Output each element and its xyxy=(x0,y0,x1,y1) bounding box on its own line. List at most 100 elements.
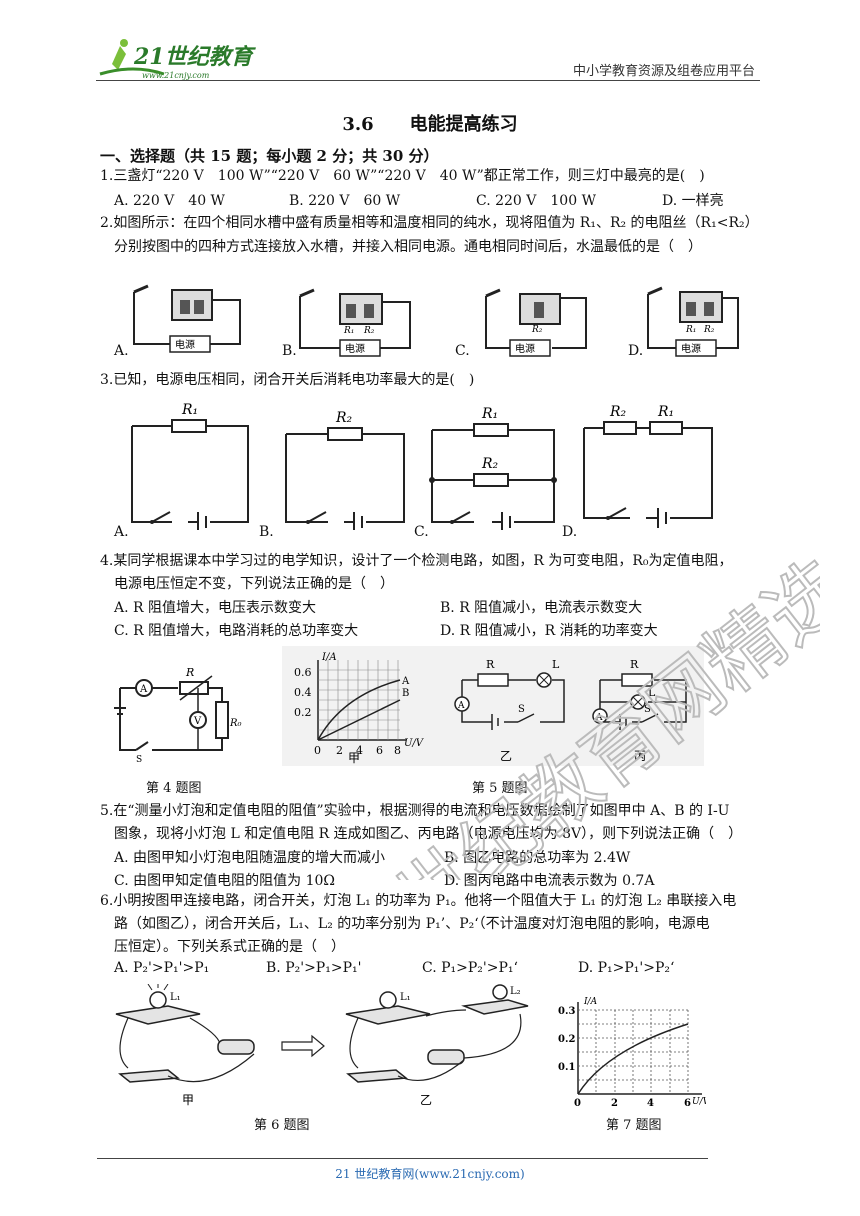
svg-text:A: A xyxy=(401,676,410,687)
r1-label: R₁ xyxy=(181,402,198,418)
q4-stem-line2: 电源电压恒定不变，下列说法正确的是（ ） xyxy=(114,576,394,592)
svg-text:0.4: 0.4 xyxy=(294,686,312,699)
page-title: 3.6 电能提高练习 xyxy=(342,114,518,135)
q6-option-c: C. P₁>P₂'>P₁‘ xyxy=(422,960,518,976)
svg-text:B: B xyxy=(402,688,409,699)
q6-figure: L₁ 甲 L₁ L₂ 乙 xyxy=(108,982,538,1108)
q2-label-d: D. xyxy=(628,343,644,359)
power-label: 电源 xyxy=(515,342,535,355)
q2-stem-line1: 2.如图所示：在四个相同水槽中盛有质量相等和温度相同的纯水，现将阻值为 R₁、R… xyxy=(100,215,759,231)
q5-stem-line1: 5.在“测量小灯泡和定值电阻的阻值”实验中，根据测得的电流和电压数据绘制了如图甲… xyxy=(100,803,730,819)
r2-label: R₂ xyxy=(703,325,715,335)
q6-option-d: D. P₁>P₁'>P₂‘ xyxy=(578,960,675,976)
logo-text: 21世纪教育 xyxy=(133,44,257,70)
q5-option-c: C. 由图甲知定值电阻的阻值为 10Ω xyxy=(114,873,335,889)
header-divider xyxy=(96,80,760,81)
r1-label: R₁ xyxy=(657,404,674,420)
r2-label: R₂ xyxy=(335,410,353,426)
r1-label: R₁ xyxy=(685,325,696,335)
svg-text:S: S xyxy=(136,755,142,765)
q2-stem-line2: 分别按图中的四种方式连接放入水槽，并接入相同电源。通电相同时间后，水温最低的是（… xyxy=(114,239,702,255)
r2-label: R₂ xyxy=(363,326,375,336)
svg-text:V: V xyxy=(193,716,202,727)
svg-text:L₂: L₂ xyxy=(510,986,521,997)
q5-option-d: D. 图丙电路中电流表示数为 0.7A xyxy=(444,873,655,889)
svg-text:2: 2 xyxy=(611,1098,618,1109)
q4-option-c: C. R 阻值增大，电路消耗的总功率变大 xyxy=(114,623,359,639)
panel-label-jia: 甲 xyxy=(348,751,360,765)
svg-text:0.6: 0.6 xyxy=(294,666,312,679)
svg-text:8: 8 xyxy=(394,744,401,757)
svg-text:A: A xyxy=(595,713,603,723)
q5-circuit-bing: R L A S 丙 xyxy=(592,658,687,763)
panel-label-bing: 丙 xyxy=(634,749,646,763)
q6-figure-jia: L₁ 甲 xyxy=(115,982,255,1107)
svg-text:R: R xyxy=(486,658,495,671)
power-label: 电源 xyxy=(175,338,195,351)
svg-text:R₀: R₀ xyxy=(229,718,242,729)
svg-text:L: L xyxy=(552,658,560,671)
r1-label: R₁ xyxy=(343,326,354,336)
q5-figure-caption: 第 5 题图 xyxy=(472,781,528,796)
q3-figure-b: R₂ xyxy=(282,404,408,532)
q2-figure-d: R₁ R₂ 电源 xyxy=(640,266,744,360)
svg-text:L: L xyxy=(648,686,656,699)
logo-url: www.21cnjy.com xyxy=(142,71,210,80)
q3-label-d: D. xyxy=(562,524,578,540)
q2-figure-c: R₂ 电源 xyxy=(468,268,604,360)
svg-text:I/A: I/A xyxy=(321,652,337,663)
q5-graph-jia: A B 0.6 0.4 0.2 0 2 4 6 8 I/A U/V 甲 xyxy=(294,652,425,765)
q1-option-d: D. 一样亮 xyxy=(662,193,724,209)
power-label: 电源 xyxy=(681,342,701,355)
svg-text:0: 0 xyxy=(314,744,321,757)
svg-text:A: A xyxy=(457,701,465,711)
q6-stem-line3: 压恒定）。下列关系式正确的是（ ） xyxy=(114,939,345,955)
q1-option-a: A. 220 V 40 W xyxy=(114,193,225,209)
q1-stem: 1.三盏灯“220 V 100 W”“220 V 60 W”“220 V 40 … xyxy=(100,168,705,184)
svg-text:R: R xyxy=(185,666,194,679)
q4-option-b: B. R 阻值减小，电流表示数变大 xyxy=(440,600,643,616)
q4-stem-line1: 4.某同学根据课本中学习过的电学知识，设计了一个检测电路，如图，R 为可变电阻，… xyxy=(100,553,733,569)
q4-figure-caption: 第 4 题图 xyxy=(146,781,202,796)
r2-label: R₂ xyxy=(481,456,499,472)
svg-text:4: 4 xyxy=(356,744,363,757)
q6-option-a: A. P₂'>P₁'>P₁ xyxy=(114,960,210,976)
svg-text:0.2: 0.2 xyxy=(294,706,312,719)
site-logo: 21世纪教育 www.21cnjy.com xyxy=(94,34,264,82)
q3-stem: 3.已知，电源电压相同，闭合开关后消耗电功率最大的是( ) xyxy=(100,372,475,388)
q4-option-a: A. R 阻值增大，电压表示数变大 xyxy=(114,600,317,616)
svg-text:S: S xyxy=(518,704,525,715)
svg-text:6: 6 xyxy=(376,744,383,757)
q3-figure-c: R₁ R₂ xyxy=(428,400,558,530)
svg-text:S: S xyxy=(644,704,651,715)
section-heading: 一、选择题（共 15 题；每小题 2 分；共 30 分） xyxy=(100,147,439,165)
q1-option-b: B. 220 V 60 W xyxy=(289,193,401,209)
svg-text:U/V: U/V xyxy=(404,738,425,749)
svg-text:L₁: L₁ xyxy=(170,992,181,1003)
svg-text:L₁: L₁ xyxy=(400,992,411,1003)
q5-option-a: A. 由图甲知小灯泡电阻随温度的增大而减小 xyxy=(114,850,386,866)
q6-stem-line1: 6.小明按图甲连接电路，闭合开关，灯泡 L₁ 的功率为 P₁。他将一个阻值大于 … xyxy=(100,893,737,909)
q6-figure-caption: 第 6 题图 xyxy=(254,1118,310,1133)
footer-text[interactable]: 21 世纪教育网(www.21cnjy.com) xyxy=(335,1167,525,1181)
q3-label-b: B. xyxy=(259,524,274,540)
q3-label-a: A. xyxy=(114,524,129,540)
svg-text:6: 6 xyxy=(684,1098,691,1109)
q3-figure-d: R₂ R₁ xyxy=(580,398,716,530)
q5-option-b: B. 图乙电路的总功率为 2.4W xyxy=(444,850,631,866)
q5-figure: A B 0.6 0.4 0.2 0 2 4 6 8 I/A U/V 甲 R L … xyxy=(282,646,704,766)
svg-text:2: 2 xyxy=(336,744,343,757)
q6-panel-label-yi: 乙 xyxy=(420,1093,432,1107)
q2-figure-a: 电源 xyxy=(110,262,250,358)
power-label: 电源 xyxy=(345,342,365,355)
q7-graph: 0.3 0.2 0.1 0 2 4 6 I/A U/V xyxy=(556,994,711,1110)
q2-figure-b: R₁ R₂ 电源 xyxy=(282,268,418,360)
svg-text:U/V: U/V xyxy=(692,1097,706,1107)
q7-figure-caption: 第 7 题图 xyxy=(606,1118,662,1133)
footer-divider xyxy=(97,1158,708,1159)
q6-panel-label-jia: 甲 xyxy=(182,1093,194,1107)
q3-figure-a: R₁ xyxy=(128,398,252,532)
q6-stem-line2: 路（如图乙），闭合开关后，L₁、L₂ 的功率分别为 P₁’、P₂‘（不计温度对灯… xyxy=(114,916,710,932)
q4-option-d: D. R 阻值减小，R 消耗的功率变大 xyxy=(440,623,658,639)
q5-stem-line2: 图象，现将小灯泡 L 和定值电阻 R 连成如图乙、丙电路（电源电压均为 8V），… xyxy=(114,826,743,842)
